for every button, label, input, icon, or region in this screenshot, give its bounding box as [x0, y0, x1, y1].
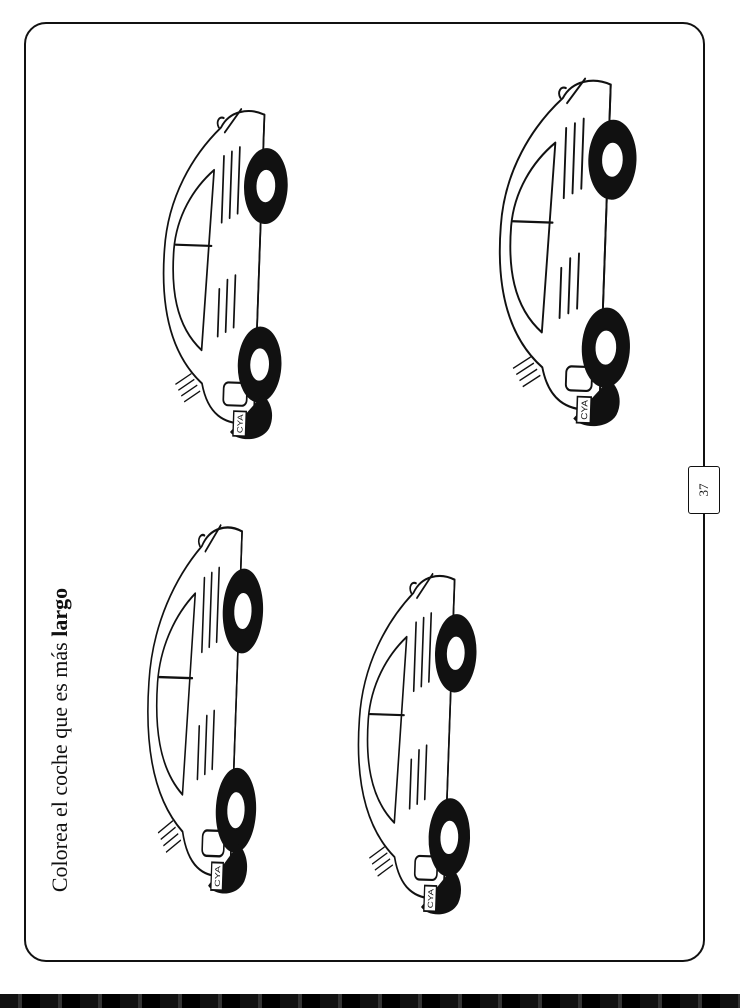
car-illustration-top-right[interactable]: CYA [469, 45, 655, 451]
car-illustration-top-left[interactable]: CYA [136, 96, 304, 443]
car-drawing: CYA [498, 77, 637, 427]
car-drawing: CYA [357, 572, 477, 915]
license-plate: CYA [426, 888, 435, 908]
car-drawing: CYA [147, 524, 264, 894]
license-plate: CYA [235, 414, 245, 433]
page-number-tab: 37 [688, 466, 720, 514]
license-plate: CYA [580, 399, 590, 420]
car-illustration-bottom-right[interactable]: CYA [332, 561, 492, 919]
page-number: 37 [696, 483, 711, 497]
instruction-bold-word: largo [47, 587, 72, 637]
scan-bottom-edge [0, 994, 740, 1008]
license-plate: CYA [213, 865, 222, 887]
car-drawing: CYA [162, 108, 288, 440]
car-illustration-bottom-left[interactable]: CYA [121, 512, 278, 898]
instruction-prefix: Colorea el coche que es más [47, 642, 72, 893]
